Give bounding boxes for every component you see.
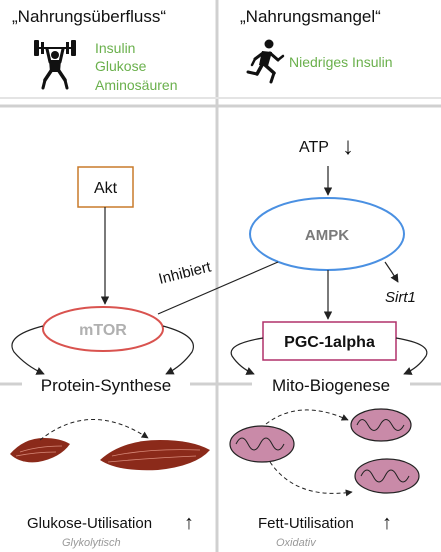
inhibit-line-ampk-to-mtor (157, 261, 279, 315)
muscle-fiber-small (10, 438, 70, 463)
ampk-node (249, 197, 405, 271)
atp-down-arrow: ↓ (342, 133, 354, 160)
right-header: „Nahrungsmangel“ (240, 7, 381, 26)
akt-label: Akt (94, 180, 118, 197)
fett-utilisation-label: Fett-Utilisation (258, 515, 354, 532)
akt-box (77, 166, 134, 208)
ampk-label: AMPK (305, 227, 349, 244)
glykolytisch-label: Glykolytisch (62, 537, 121, 549)
left-signal-insulin: Insulin (95, 40, 135, 56)
arrow-pgc-right-to-biogenese (395, 337, 428, 375)
mito-biogenese-label: Mito-Biogenese (272, 376, 390, 395)
left-signal-glukose: Glukose (95, 58, 147, 74)
mitochondrion-1 (229, 425, 295, 463)
muscle-fiber-large (100, 440, 210, 471)
weightlifter-icon (34, 40, 76, 90)
mtor-node (42, 306, 164, 352)
dashed-arrow-mito-2 (269, 461, 353, 497)
oxidativ-label: Oxidativ (276, 537, 317, 549)
sirt1-label: Sirt1 (385, 289, 416, 306)
arrow-pgc-left-to-biogenese (230, 337, 264, 375)
arrow-mtor-left-to-synthesis (11, 325, 45, 375)
fett-utilisation-up-arrow: ↑ (382, 512, 392, 534)
atp-label: ATP (299, 139, 329, 156)
left-signal-aminosaeuren: Aminosäuren (95, 77, 178, 93)
pgc-1alpha-box (262, 321, 397, 361)
glukose-utilisation-label: Glukose-Utilisation (27, 515, 152, 532)
protein-synthese-label: Protein-Synthese (41, 376, 171, 395)
arrow-ampk-to-sirt1 (384, 261, 399, 283)
glukose-utilisation-up-arrow: ↑ (184, 512, 194, 534)
dashed-arrow-mito-1 (265, 409, 349, 425)
inhibiert-label: Inhibiert (157, 258, 214, 288)
pgc-1alpha-label: PGC-1alpha (284, 334, 375, 351)
right-signal-niedriges-insulin: Niedriges Insulin (289, 54, 393, 70)
arrow-mtor-right-to-synthesis (162, 325, 194, 375)
mitochondrion-3 (354, 458, 420, 494)
mtor-label: mTOR (79, 322, 127, 339)
mitochondrion-2 (350, 408, 412, 442)
runner-icon (246, 39, 285, 84)
dashed-arrow-muscle-growth (39, 419, 149, 441)
left-header: „Nahrungsüberfluss“ (12, 7, 166, 26)
